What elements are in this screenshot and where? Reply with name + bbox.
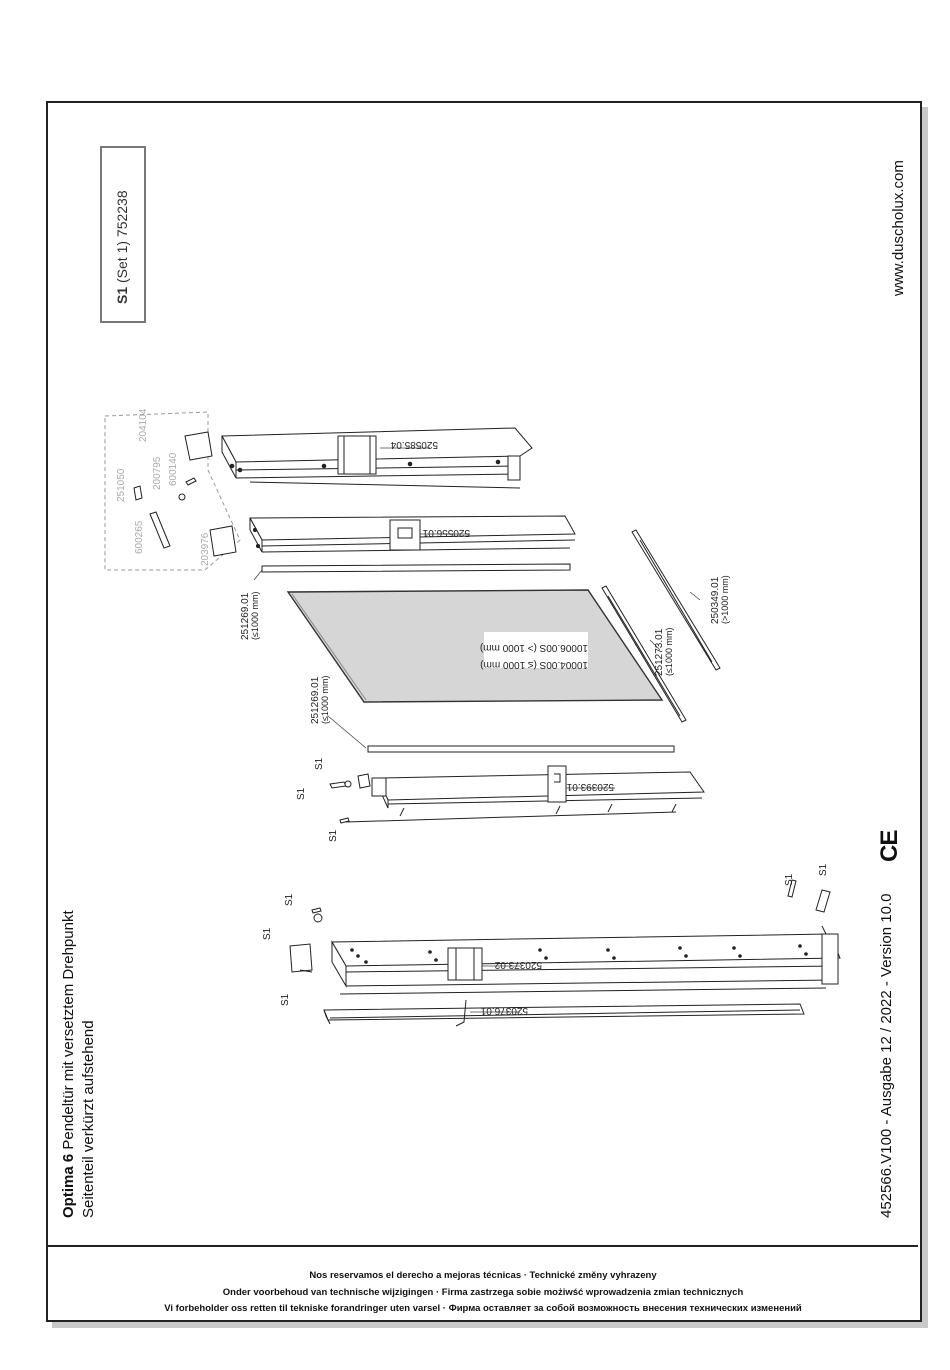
- label-s1-a: S1: [296, 787, 307, 800]
- label-251269-mid: 251269.01: [310, 676, 321, 724]
- label-251050: 251050: [116, 468, 127, 502]
- end-cap: [289, 943, 313, 973]
- label-glass-b: 10006.00S (> 1000 mm): [480, 642, 588, 653]
- seal-strip-bottom: [367, 745, 675, 753]
- washer: [313, 913, 323, 923]
- label-200795: 200795: [152, 456, 163, 490]
- label-251269-mid-note: (≤1000 mm): [320, 676, 330, 724]
- part-labels: 520585.04 520556.01 204104 251050 200795…: [116, 408, 829, 1016]
- detail-group-outline: [104, 411, 241, 571]
- accessory-parts: [133, 431, 237, 557]
- profile-520585: [221, 427, 533, 489]
- glass-label-group: 10006.00S (> 1000 mm) 10004.00S (≤ 1000 …: [480, 632, 588, 670]
- dowel-set: [787, 879, 831, 935]
- label-glass-a: 10004.00S (≤ 1000 mm): [480, 659, 588, 670]
- label-s1-e: S1: [284, 893, 295, 906]
- label-520373: 520373.02: [494, 959, 542, 970]
- glass-label-bg: [484, 632, 588, 668]
- footer: Nos reservamos el derecho a mejoras técn…: [48, 1245, 918, 1320]
- screw-small: [311, 907, 322, 914]
- label-520585: 520585.04: [390, 439, 438, 450]
- label-203976: 203976: [200, 532, 211, 566]
- screw-set-middle: [329, 773, 371, 824]
- drawing-sheet: [46, 101, 922, 1322]
- profile-520393: [345, 765, 705, 823]
- footer-line-2: Onder voorbehoud van technische wijzigin…: [222, 1287, 744, 1298]
- label-520393: 520393.01: [566, 781, 614, 792]
- profile-520373: [331, 933, 841, 995]
- label-s1-f: S1: [280, 993, 291, 1006]
- label-520556: 520556.01: [422, 527, 470, 538]
- profile-520376: [323, 999, 805, 1027]
- label-s1-h: S1: [818, 863, 829, 876]
- label-s1-c: S1: [328, 829, 339, 842]
- label-600265: 600265: [134, 520, 145, 554]
- seal-strip-top: [261, 563, 571, 573]
- label-251269-top: 251269.01: [240, 592, 251, 640]
- glass-panel: [286, 589, 664, 703]
- footer-line-1: Nos reservamos el derecho a mejoras técn…: [309, 1270, 657, 1281]
- footer-line-3: Vi forbeholder oss retten til tekniske f…: [164, 1303, 802, 1314]
- seal-251273: [601, 585, 687, 723]
- label-520376: 520376.01: [480, 1005, 528, 1016]
- label-s1-d: S1: [262, 927, 273, 940]
- label-s1-g: S1: [784, 873, 795, 886]
- label-251269-top-note: (≤1000 mm): [250, 592, 260, 640]
- set-box: [100, 146, 146, 323]
- profile-520556: [249, 515, 576, 553]
- label-251273: 251273.01: [654, 628, 665, 676]
- label-250349: 250349.01: [710, 576, 721, 624]
- label-250349-note: (>1000 mm): [720, 575, 730, 624]
- label-s1-b: S1: [314, 757, 325, 770]
- label-251273-note: (≤1000 mm): [664, 628, 674, 676]
- seal-250349: [631, 529, 721, 671]
- label-600140: 600140: [168, 452, 179, 486]
- label-204104: 204104: [138, 408, 149, 442]
